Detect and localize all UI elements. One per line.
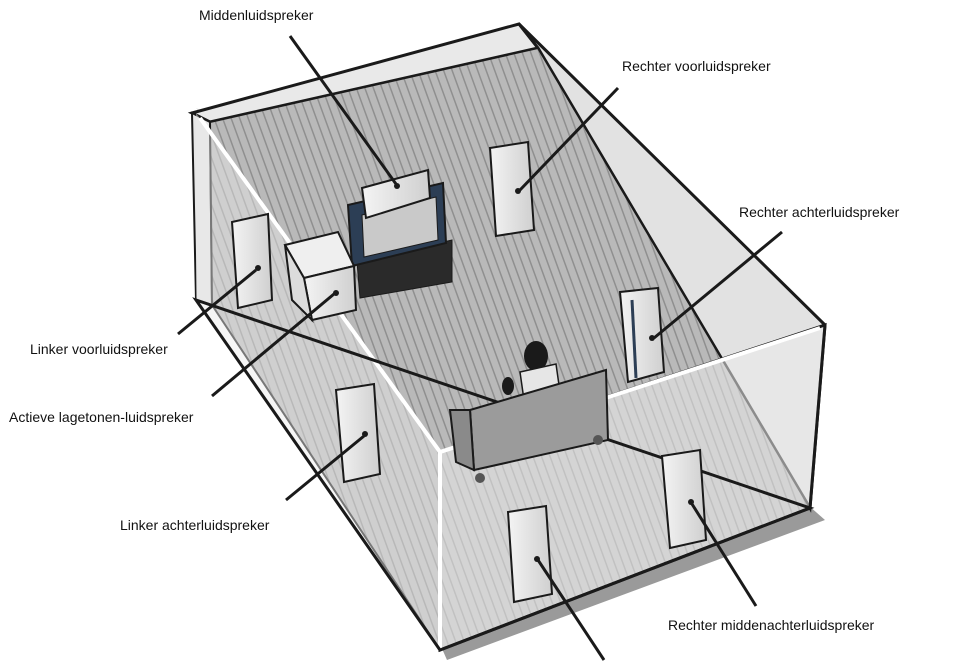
label-rear-center-right-speaker: Rechter middenachterluidspreker bbox=[668, 617, 875, 633]
rear-center-left-speaker bbox=[506, 504, 554, 604]
rear-center-right-speaker bbox=[660, 448, 708, 550]
label-subwoofer: Actieve lagetonen-luidspreker bbox=[9, 409, 194, 425]
front-right-speaker bbox=[488, 140, 536, 238]
label-front-left-speaker: Linker voorluidspreker bbox=[30, 341, 168, 357]
rear-left-speaker bbox=[334, 382, 382, 484]
leader-lines bbox=[177, 35, 783, 661]
leader-rear-center-left bbox=[536, 559, 606, 661]
label-front-right-speaker: Rechter voorluidspreker bbox=[622, 58, 771, 74]
label-rear-right-speaker: Rechter achterluidspreker bbox=[739, 204, 900, 220]
label-center-speaker: Middenluidspreker bbox=[199, 7, 314, 23]
label-rear-left-speaker: Linker achterluidspreker bbox=[120, 517, 270, 533]
leader-front-left bbox=[177, 268, 257, 336]
subwoofer bbox=[283, 230, 358, 324]
leader-subwoofer bbox=[211, 292, 335, 398]
rear-right-speaker bbox=[618, 286, 666, 384]
leader-rear-center-right bbox=[690, 503, 758, 607]
center-speaker bbox=[360, 168, 432, 220]
sofa-with-listener bbox=[448, 341, 610, 483]
leader-rear-right bbox=[653, 230, 783, 340]
leader-center bbox=[288, 35, 398, 185]
front-left-speaker bbox=[230, 212, 274, 310]
leader-front-right bbox=[518, 86, 620, 192]
leader-rear-left bbox=[285, 434, 365, 502]
